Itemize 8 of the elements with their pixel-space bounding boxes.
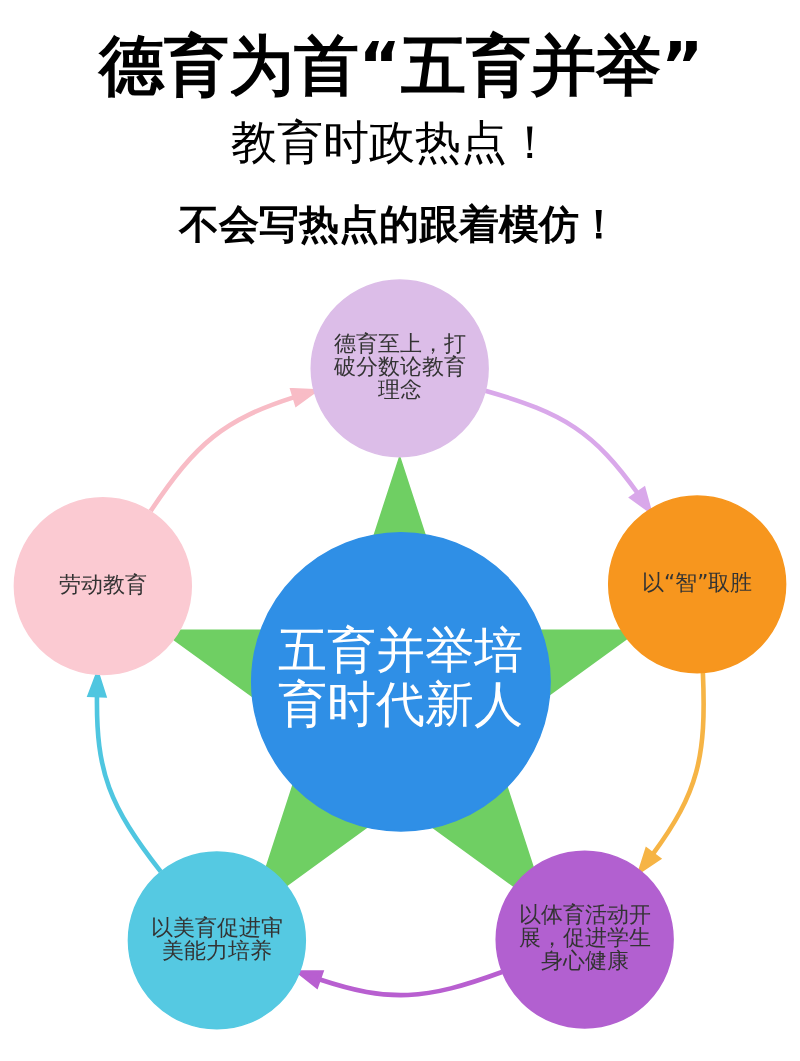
node-circle: 以体育活动开展，促进学生身心健康 [495,850,674,1029]
node-circle: 劳动教育 [13,496,193,676]
label: 教育时政热点！ [231,115,554,170]
label: 不会写热点的跟着模仿！ [178,200,619,247]
node-circle: 德育至上，打破分数论教育理念 [310,279,489,458]
node-circle: 以“智”取胜 [607,495,787,674]
node-circle: 以美育促进审美能力培养 [127,851,307,1030]
diagram-title: 德育为首“五育并举” [98,28,704,104]
